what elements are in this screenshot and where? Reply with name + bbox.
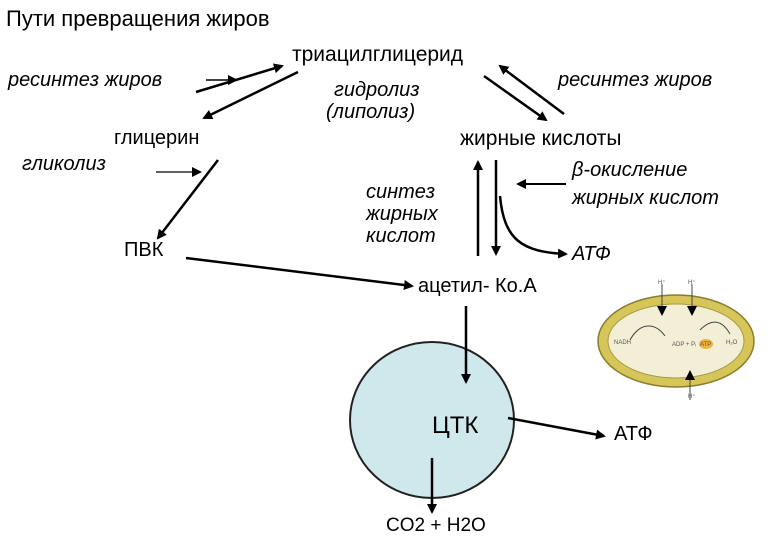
tag-label: триацилглицерид	[292, 43, 464, 66]
arrow-fatty-acids-to-tag	[498, 64, 565, 115]
atp-right-label: АТФ	[614, 423, 653, 445]
products-label: CO2 + H2O	[386, 515, 486, 536]
mito-h-bottom: H⁺	[688, 393, 696, 400]
tca-label: ЦТК	[432, 412, 479, 439]
mito-atp: ATP	[700, 342, 711, 348]
beta-oxidation-label-1: β-окисление	[572, 159, 688, 181]
mitochondrion-labels: H⁺ H⁺ NADH ADP + Pᵢ ATP H₂O H⁺	[614, 279, 738, 400]
arrow-tca-to-atp	[507, 416, 606, 440]
mitochondrion-illustration	[597, 284, 755, 400]
fa-synthesis-label-1: синтез	[366, 181, 435, 203]
fa-synthesis-label-2: жирных	[366, 203, 438, 225]
glycerol-label: глицерин	[114, 127, 200, 149]
resynthesis-right-label: ресинтез жиров	[558, 69, 713, 91]
mito-h-top-right: H⁺	[688, 279, 696, 286]
hydrolysis-label-1: гидролиз	[334, 79, 420, 101]
mito-nadh: NADH	[614, 340, 631, 346]
glycolysis-label: гликолиз	[22, 153, 106, 175]
mito-h-top-left: H⁺	[658, 279, 666, 286]
pvk-label: ПВК	[124, 239, 164, 261]
beta-oxidation-label-2: жирных кислот	[572, 187, 719, 209]
page-title: Пути превращения жиров	[6, 6, 270, 31]
fatty-acids-label: жирные кислоты	[460, 127, 622, 150]
fa-synthesis-label-3: кислот	[366, 225, 436, 247]
hydrolysis-label-2: (липолиз)	[326, 101, 416, 123]
arrow-tag-to-glycerol	[202, 70, 299, 120]
resynthesis-left-label: ресинтез жиров	[8, 69, 163, 91]
mito-h2o: H₂O	[726, 340, 738, 346]
arrow-pvk-to-acetyl-coa	[185, 256, 414, 290]
atp-upper-label: АТФ	[572, 243, 611, 265]
arrow-tag-to-fatty-acids	[483, 74, 548, 122]
mito-adp: ADP + Pᵢ	[672, 342, 696, 348]
arrow-glycerol-to-tag	[195, 63, 284, 94]
acetyl-coa-label: ацетил- Ко.А	[418, 275, 537, 297]
arrow-beta-oxidation-to-atp	[498, 195, 568, 259]
arrow-glycerol-to-pvk	[156, 159, 219, 240]
